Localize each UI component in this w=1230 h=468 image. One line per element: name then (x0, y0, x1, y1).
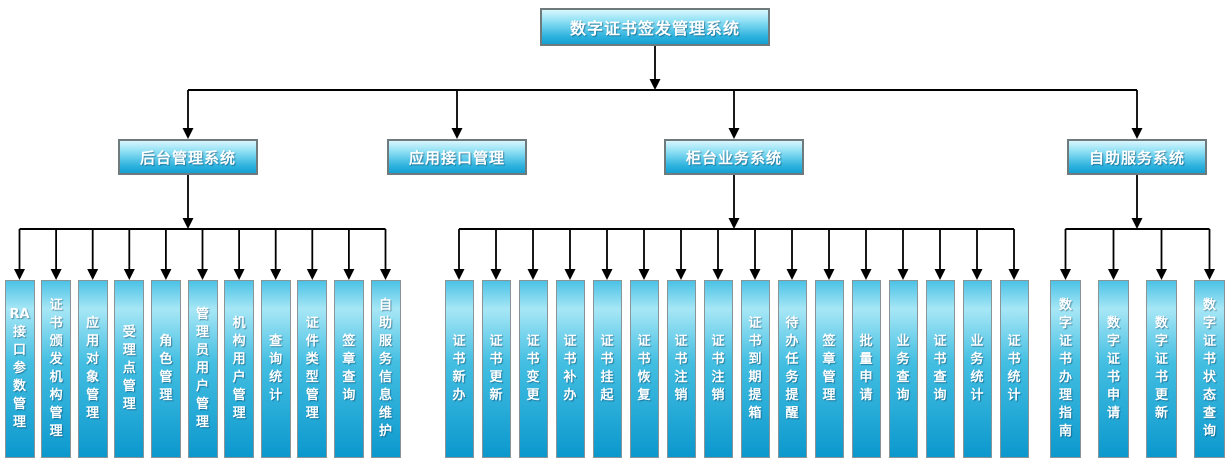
node-leaf-2-15: 证书统计 (999, 280, 1029, 458)
node-leaf-2-12: 业务查询 (888, 280, 918, 458)
node-leaf-2-4: 证书挂起 (592, 280, 622, 458)
node-leaf-0-3: 受理点管理 (114, 280, 145, 458)
node-leaf-0-10: 自助服务信息维护 (370, 280, 401, 458)
node-leaf-2-9: 待办任务提醒 (777, 280, 807, 458)
node-leaf-3-3: 数字证书状态查询 (1194, 280, 1225, 458)
node-root: 数字证书签发管理系统 (540, 8, 770, 46)
node-leaf-0-9: 签章查询 (333, 280, 364, 458)
node-leaf-0-5: 管理员用户管理 (187, 280, 218, 458)
node-branch-2: 柜台业务系统 (664, 139, 804, 175)
node-leaf-0-8: 证件类型管理 (297, 280, 328, 458)
node-leaf-2-0: 证书新办 (444, 280, 474, 458)
node-leaf-0-4: 角色管理 (150, 280, 181, 458)
node-leaf-2-8: 证书到期提箱 (740, 280, 770, 458)
node-leaf-3-1: 数字证书申请 (1098, 280, 1129, 458)
node-branch-0: 后台管理系统 (118, 139, 258, 175)
node-leaf-3-2: 数字证书更新 (1146, 280, 1177, 458)
node-leaf-3-0: 数字证书办理指南 (1050, 280, 1081, 458)
node-leaf-2-1: 证书更新 (481, 280, 511, 458)
node-leaf-2-3: 证书补办 (555, 280, 585, 458)
node-branch-3: 自助服务系统 (1067, 139, 1207, 175)
node-leaf-2-5: 证书恢复 (629, 280, 659, 458)
node-leaf-2-7: 证书注销 (703, 280, 733, 458)
node-branch-1: 应用接口管理 (387, 139, 527, 175)
node-leaf-2-14: 业务统计 (962, 280, 992, 458)
node-leaf-2-13: 证书查询 (925, 280, 955, 458)
node-leaf-2-10: 签章管理 (814, 280, 844, 458)
node-leaf-0-1: 证书颁发机构管理 (41, 280, 72, 458)
node-leaf-0-7: 查询统计 (260, 280, 291, 458)
node-leaf-0-6: 机构用户管理 (224, 280, 255, 458)
node-leaf-2-2: 证书变更 (518, 280, 548, 458)
node-leaf-2-11: 批量申请 (851, 280, 881, 458)
node-leaf-0-2: 应用对象管理 (77, 280, 108, 458)
node-leaf-2-6: 证书注销 (666, 280, 696, 458)
